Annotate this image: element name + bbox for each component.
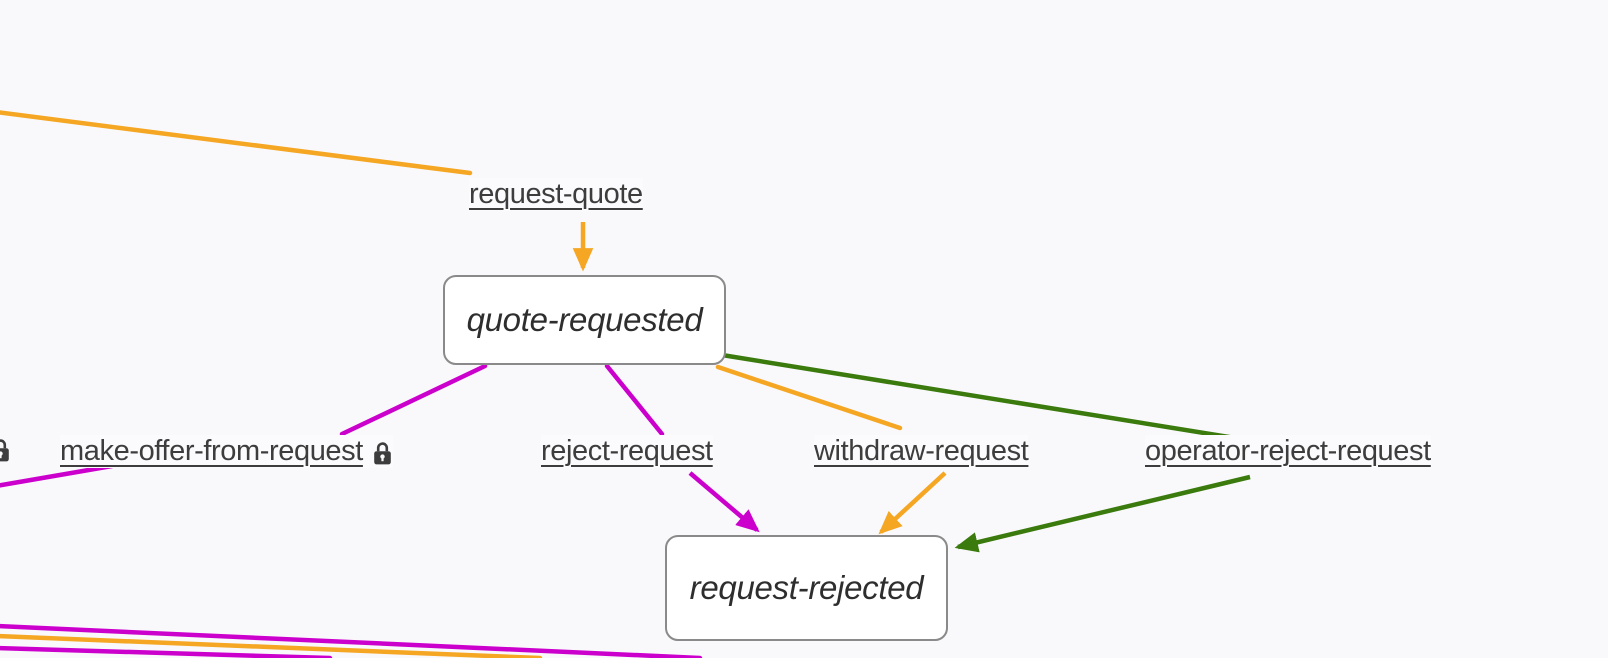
- edge-quote-requested-to-operator-reject: [719, 352, 1238, 441]
- edge-bottom-magenta-upper: [0, 623, 703, 658]
- transition-label-text: make-offer-from-request: [60, 435, 363, 467]
- transition-label-make-offer-from-request[interactable]: make-offer-from-request: [60, 435, 393, 468]
- edge-quote-requested-to-make-offer: [339, 363, 488, 437]
- transition-label-text: reject-request: [541, 435, 713, 467]
- clipped-left-lock-wrapper: [0, 436, 11, 463]
- transition-label-text: request-quote: [469, 178, 643, 210]
- edge-reject-request-to-request-rejected: [688, 471, 760, 533]
- state-node-label: request-rejected: [689, 569, 924, 606]
- edge-bottom-magenta-lower: [0, 645, 333, 658]
- transition-label-text: operator-reject-request: [1145, 435, 1431, 467]
- lock-icon: [372, 441, 393, 466]
- edge-bottom-orange: [0, 633, 543, 658]
- transition-label-text: withdraw-request: [814, 435, 1029, 467]
- edge-clipped-left-magenta: [0, 463, 115, 488]
- state-node-label: quote-requested: [466, 301, 703, 338]
- transition-label-reject-request[interactable]: reject-request: [541, 435, 713, 468]
- edge-quote-requested-to-withdraw-request: [715, 364, 903, 431]
- edge-withdraw-request-to-request-rejected: [878, 471, 947, 535]
- transition-label-withdraw-request[interactable]: withdraw-request: [814, 435, 1029, 468]
- state-node-quote-requested[interactable]: quote-requested: [443, 275, 726, 365]
- edge-quote-requested-to-reject-request: [604, 363, 665, 437]
- transition-label-request-quote[interactable]: request-quote: [469, 178, 643, 211]
- transition-label-operator-reject-request[interactable]: operator-reject-request: [1145, 435, 1431, 468]
- edge-incoming-request-quote: [0, 110, 473, 176]
- lock-icon: [0, 438, 11, 463]
- edge-operator-reject-to-request-rejected: [954, 474, 1251, 553]
- state-node-request-rejected[interactable]: request-rejected: [665, 535, 948, 641]
